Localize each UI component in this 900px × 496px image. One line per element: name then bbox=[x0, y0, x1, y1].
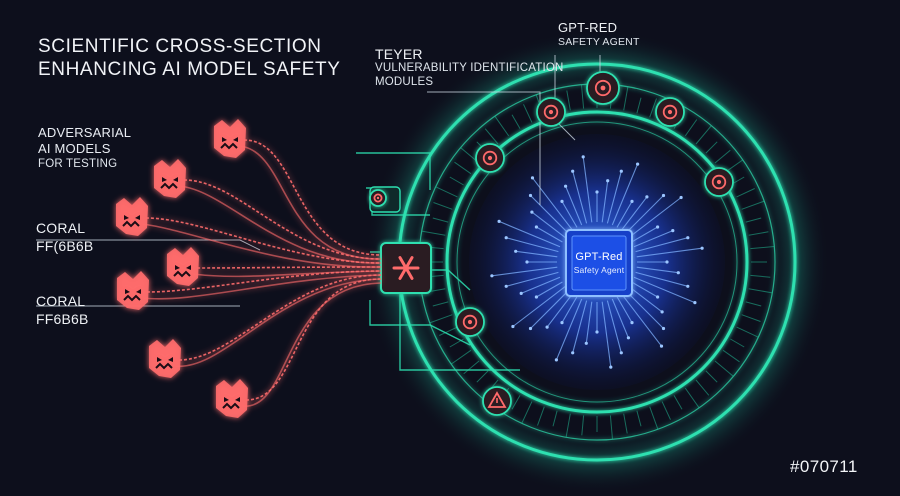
core-label-line-2: Safety Agent bbox=[573, 265, 625, 275]
adversarial-wire bbox=[183, 179, 382, 260]
monster-face-icon bbox=[117, 271, 149, 310]
adversarial-wire bbox=[174, 278, 382, 367]
bug-icon bbox=[536, 97, 566, 127]
safety-agent-label: SAFETY AGENT bbox=[558, 36, 640, 48]
gpt-red-label: GPT-RED bbox=[558, 20, 618, 35]
chip-icon bbox=[704, 167, 734, 197]
adversarial-wire bbox=[146, 270, 382, 293]
monster-face-icon bbox=[167, 247, 199, 286]
ring-traces bbox=[419, 84, 775, 440]
monster-face-icon bbox=[116, 197, 148, 236]
adversarial-models bbox=[116, 119, 248, 418]
adversarial-label-line-3: FOR TESTING bbox=[38, 158, 118, 170]
adversarial-wire bbox=[141, 223, 382, 268]
monster-face-icon bbox=[149, 339, 181, 378]
core-chip bbox=[565, 229, 633, 297]
adversarial-wire bbox=[196, 266, 382, 269]
network-icon bbox=[655, 97, 685, 127]
adversarial-wire bbox=[179, 185, 382, 264]
vulnerability-modules bbox=[369, 71, 734, 416]
shield-icon bbox=[586, 71, 620, 105]
coral-label-2-code: FF6B6B bbox=[36, 311, 89, 327]
adversarial-wires bbox=[141, 139, 382, 407]
monster-face-icon bbox=[154, 159, 186, 198]
adversarial-wire bbox=[178, 274, 382, 361]
adversarial-wire bbox=[241, 282, 382, 407]
core-traces bbox=[490, 155, 704, 369]
link-lines bbox=[356, 152, 520, 371]
title-line-2: ENHANCING AI MODEL SAFETY bbox=[38, 59, 341, 80]
teyer-label: TEYER bbox=[375, 46, 423, 62]
coral-label-2-name: CORAL bbox=[36, 293, 86, 309]
alert-icon bbox=[482, 386, 512, 416]
network-icon bbox=[455, 307, 485, 337]
bug-icon bbox=[369, 189, 387, 207]
adversarial-wire bbox=[145, 217, 382, 264]
corner-code: #070711 bbox=[790, 457, 858, 476]
vuln-label-line-2: MODULES bbox=[375, 76, 434, 88]
monster-face-icon bbox=[216, 379, 248, 418]
bug-icon bbox=[392, 256, 420, 280]
title-line-1: SCIENTIFIC CROSS-SECTION bbox=[38, 36, 322, 57]
coral-label-1-code: FF(6B6B bbox=[36, 238, 94, 254]
adversarial-wire bbox=[142, 274, 382, 300]
adversarial-label-line-2: AI MODELS bbox=[38, 141, 111, 156]
core-label-line-1: GPT-Red bbox=[575, 251, 623, 263]
adversarial-wire bbox=[243, 139, 382, 256]
lock-icon bbox=[475, 143, 505, 173]
coral-label-1-name: CORAL bbox=[36, 220, 86, 236]
vuln-label-line-1: VULNERABILITY IDENTIFICATION bbox=[375, 62, 564, 74]
adversarial-wire bbox=[245, 278, 382, 401]
monster-face-icon bbox=[214, 119, 246, 158]
adversarial-label-line-1: ADVERSARIAL bbox=[38, 125, 132, 140]
